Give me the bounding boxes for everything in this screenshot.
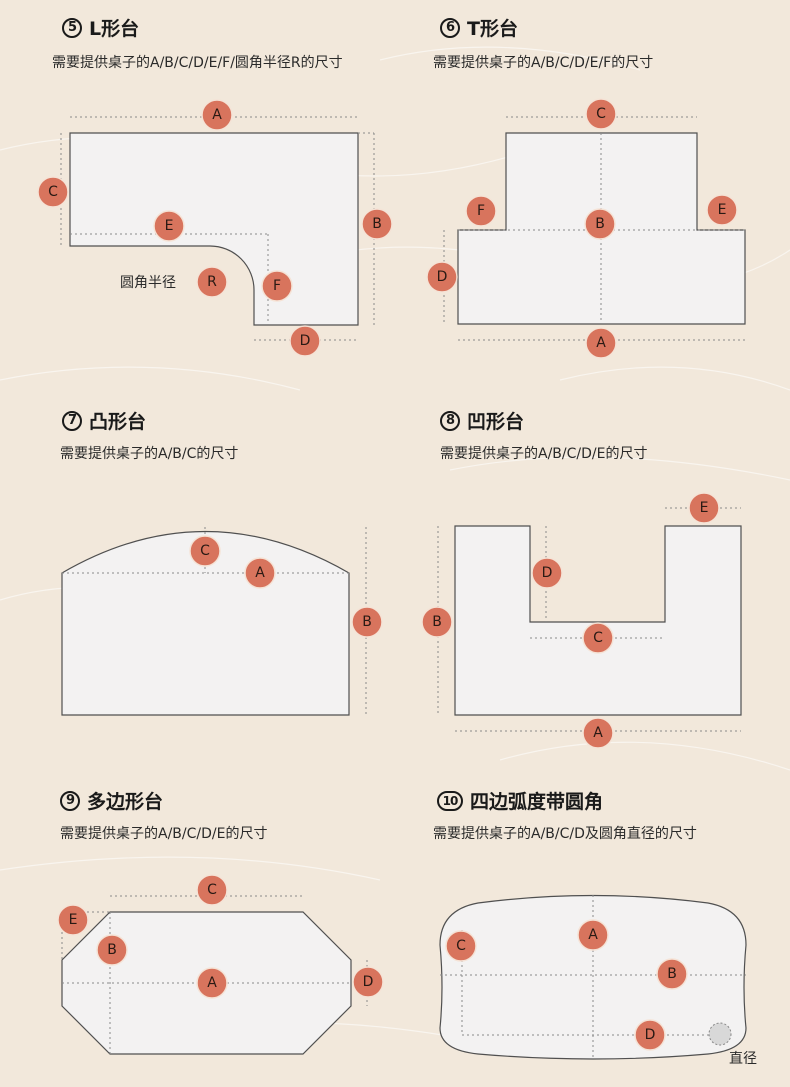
section-number-badge: 6 — [440, 17, 460, 38]
section-title-text: 凸形台 — [89, 411, 147, 433]
svg-text:F: F — [273, 278, 281, 294]
svg-text:A: A — [207, 975, 217, 991]
svg-text:D: D — [300, 333, 311, 349]
dimension-badge-c: C — [585, 98, 617, 130]
convex-table-shape — [61, 530, 350, 716]
l-table-diagram: A C E B R F D 圆角半径 — [37, 99, 393, 357]
section-subtitle-polygon-table: 需要提供桌子的A/B/C/D/E的尺寸 — [60, 826, 268, 842]
svg-text:C: C — [593, 630, 603, 646]
section-subtitle-convex-table: 需要提供桌子的A/B/C的尺寸 — [60, 446, 239, 462]
dimension-badge-c: C — [445, 930, 477, 962]
dimension-badge-a: A — [196, 967, 228, 999]
svg-text:B: B — [595, 216, 605, 232]
svg-text:B: B — [372, 216, 382, 232]
dimension-badge-b: B — [96, 934, 128, 966]
dimension-badge-d: D — [352, 966, 384, 998]
concave-table-shape — [454, 525, 742, 716]
svg-text:A: A — [593, 725, 603, 741]
svg-text:D: D — [437, 269, 448, 285]
dimension-badge-e: E — [688, 492, 720, 524]
dimension-badge-b: B — [361, 208, 393, 240]
dimension-badge-f: F — [261, 270, 293, 302]
section-title-concave-table: 8 凹形台 — [440, 407, 524, 434]
svg-text:B: B — [362, 614, 372, 630]
dimension-badge-d: D — [634, 1019, 666, 1051]
section-title-convex-table: 7 凸形台 — [62, 407, 146, 434]
section-title-text: 凹形台 — [467, 411, 525, 433]
section-title-text: T形台 — [467, 18, 518, 40]
rounded-table-diagram: A C B D 直径 — [439, 894, 757, 1067]
svg-text:E: E — [700, 500, 709, 516]
svg-text:A: A — [588, 927, 598, 943]
svg-text:C: C — [200, 543, 210, 559]
dimension-badge-r: R — [196, 266, 228, 298]
dimension-badge-b: B — [421, 606, 453, 638]
svg-text:A: A — [596, 335, 606, 351]
dimension-badge-c: C — [582, 622, 614, 654]
svg-text:C: C — [596, 106, 606, 122]
svg-text:E: E — [69, 912, 78, 928]
svg-text:D: D — [363, 974, 374, 990]
dimension-badge-a: A — [582, 717, 614, 749]
dimension-badge-d: D — [289, 325, 321, 357]
section-subtitle-concave-table: 需要提供桌子的A/B/C/D/E的尺寸 — [440, 446, 648, 462]
section-subtitle-rounded-table: 需要提供桌子的A/B/C/D及圆角直径的尺寸 — [433, 826, 697, 842]
svg-text:D: D — [645, 1027, 656, 1043]
svg-text:D: D — [542, 565, 553, 581]
svg-text:C: C — [48, 184, 58, 200]
diameter-label: 直径 — [729, 1050, 757, 1067]
dimension-badge-e: E — [706, 194, 738, 226]
section-title-l-table: 5 L形台 — [62, 14, 139, 41]
svg-text:F: F — [477, 203, 485, 219]
dimension-badge-b: B — [584, 208, 616, 240]
corner-radius-label: 圆角半径 — [120, 275, 176, 291]
dimension-badge-a: A — [585, 327, 617, 359]
dimension-badge-a: A — [201, 99, 233, 131]
section-number-badge: 5 — [62, 17, 82, 38]
section-number-badge: 10 — [437, 790, 463, 811]
dimension-badge-a: A — [244, 557, 276, 589]
dimension-badge-d: D — [426, 261, 458, 293]
dimension-badge-e: E — [57, 904, 89, 936]
svg-text:A: A — [255, 565, 265, 581]
section-number-badge: 7 — [62, 410, 82, 431]
svg-text:B: B — [107, 942, 117, 958]
section-number-badge: 9 — [60, 790, 80, 811]
section-title-rounded-table: 10 四边弧度带圆角 — [437, 787, 603, 814]
dimension-badge-c: C — [37, 176, 69, 208]
polygon-table-diagram: C E B A D — [57, 874, 384, 1055]
dimension-badge-f: F — [465, 195, 497, 227]
convex-table-diagram: C A B — [61, 527, 383, 716]
svg-text:E: E — [165, 218, 174, 234]
section-subtitle-l-table: 需要提供桌子的A/B/C/D/E/F/圆角半径R的尺寸 — [52, 55, 343, 71]
dimension-badge-a: A — [577, 919, 609, 951]
section-title-text: 四边弧度带圆角 — [470, 791, 604, 813]
svg-text:C: C — [456, 938, 466, 954]
section-title-text: 多边形台 — [87, 791, 164, 813]
svg-text:A: A — [212, 107, 222, 123]
svg-text:B: B — [432, 614, 442, 630]
t-table-diagram: C F B E D A — [426, 98, 746, 359]
svg-text:C: C — [207, 882, 217, 898]
dimension-badge-d: D — [531, 557, 563, 589]
dimension-badge-b: B — [351, 606, 383, 638]
section-title-text: L形台 — [89, 18, 140, 40]
section-title-polygon-table: 9 多边形台 — [60, 787, 163, 814]
svg-text:B: B — [667, 966, 677, 982]
rounded-table-shape — [439, 894, 747, 1060]
corner-diameter-marker — [708, 1022, 732, 1046]
dimension-badge-c: C — [196, 874, 228, 906]
dimension-badge-b: B — [656, 958, 688, 990]
svg-text:R: R — [207, 274, 217, 290]
dimension-badge-e: E — [153, 210, 185, 242]
section-subtitle-t-table: 需要提供桌子的A/B/C/D/E/F的尺寸 — [433, 55, 654, 71]
section-number-badge: 8 — [440, 410, 460, 431]
section-title-t-table: 6 T形台 — [440, 14, 518, 41]
dimension-badge-c: C — [189, 535, 221, 567]
concave-table-diagram: E D B C A — [421, 492, 742, 749]
svg-text:E: E — [718, 202, 727, 218]
